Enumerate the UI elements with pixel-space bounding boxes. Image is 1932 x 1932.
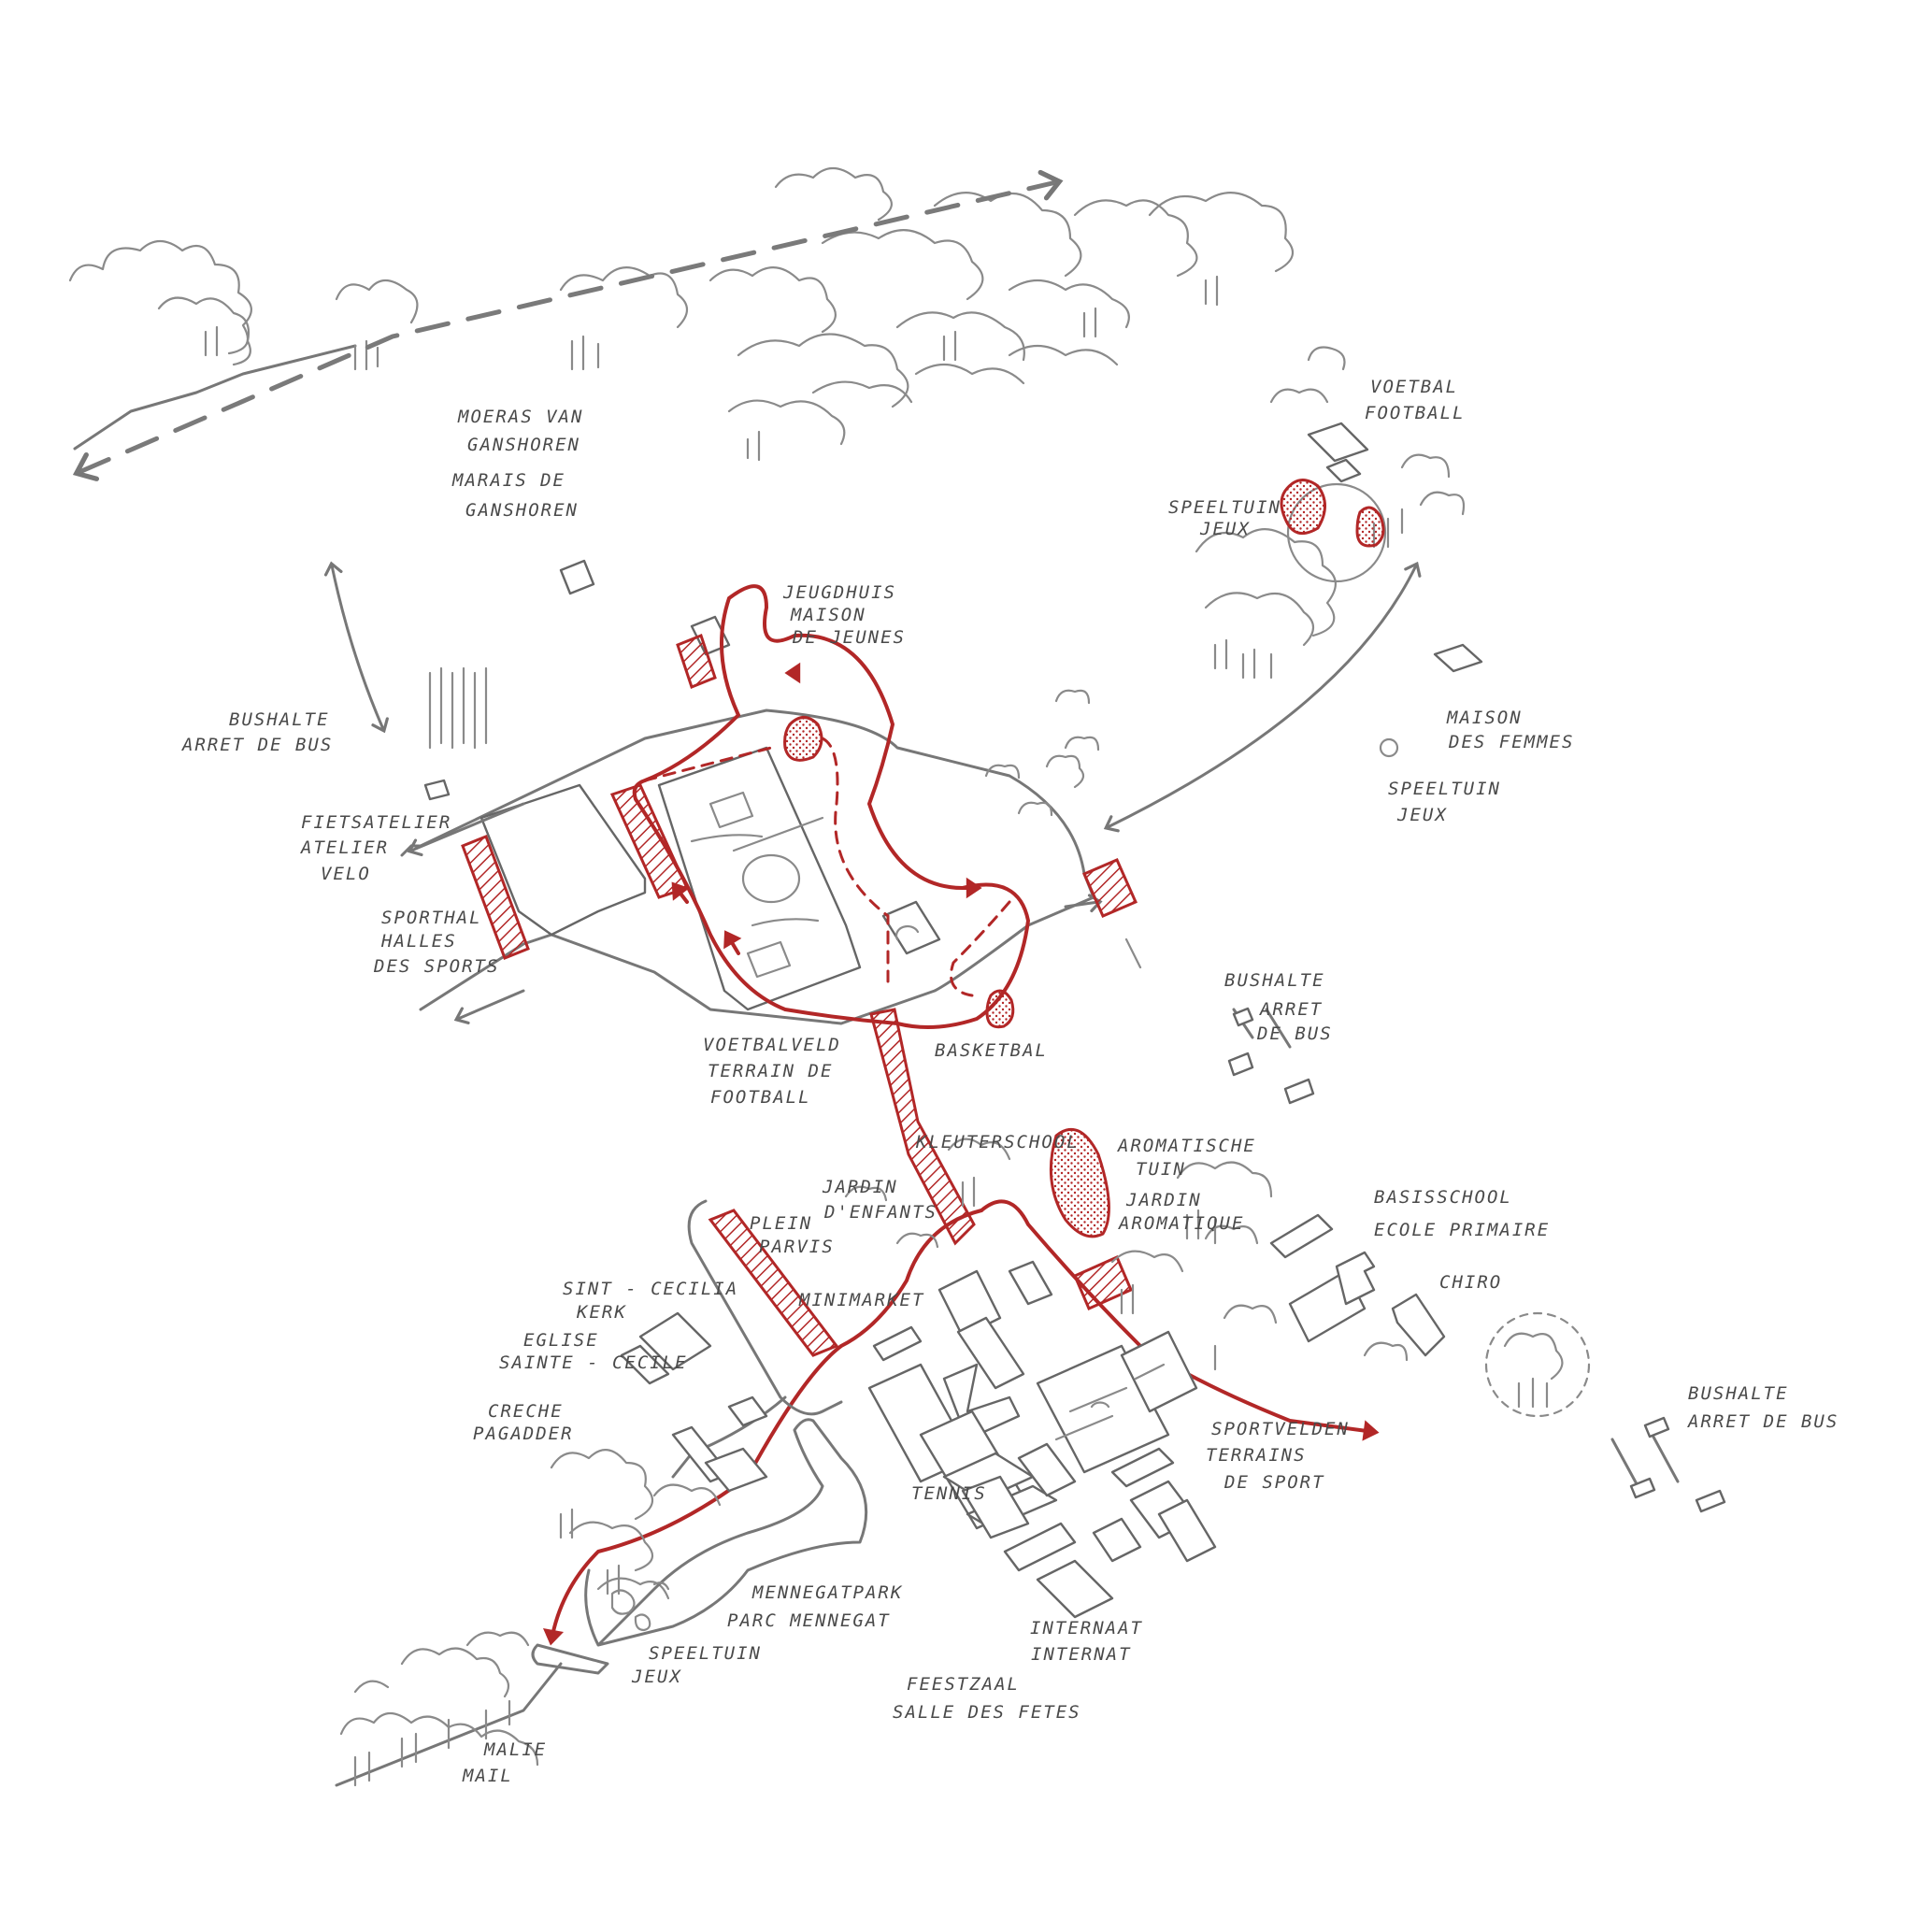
- label-fietsatelier-line1: FIETSATELIER: [301, 812, 451, 833]
- label-aromatische-line1: AROMATISCHE: [1117, 1136, 1256, 1156]
- label-creche-line1: CRECHE: [488, 1401, 564, 1422]
- label-plein-line2: PARVIS: [759, 1237, 835, 1257]
- label-feestzaal: FEESTZAAL SALLE DES FETES: [893, 1674, 1081, 1723]
- label-aromatische-tuin: AROMATISCHE TUIN JARDIN AROMATIQUE: [1117, 1136, 1256, 1234]
- label-jardin-enfants-line2: D'ENFANTS: [823, 1202, 937, 1223]
- label-maison-femmes: MAISON DES FEMMES: [1446, 708, 1574, 752]
- label-kleuterschool: KLEUTERSCHOOL: [915, 1132, 1080, 1152]
- label-feestzaal-line1: FEESTZAAL: [907, 1674, 1020, 1695]
- label-fietsatelier-line3: VELO: [321, 864, 371, 884]
- label-bushalte-mid-line1: BUSHALTE: [1224, 970, 1325, 991]
- label-malie-line2: MAIL: [462, 1766, 513, 1786]
- red-hatched-areas: [461, 634, 1138, 1357]
- label-sportvelden-line3: DE SPORT: [1224, 1472, 1325, 1493]
- label-mennegatpark-line2: PARC MENNEGAT: [727, 1610, 891, 1631]
- label-chiro: CHIRO: [1439, 1272, 1502, 1293]
- label-fietsatelier: FIETSATELIER ATELIER VELO: [300, 812, 451, 884]
- label-jardin-enfants: JARDIN D'ENFANTS: [822, 1177, 937, 1223]
- label-basisschool-line1: BASISSCHOOL: [1374, 1187, 1512, 1208]
- label-tennis: TENNIS: [911, 1483, 987, 1504]
- label-speeltuin-park: SPEELTUIN JEUX: [631, 1643, 762, 1687]
- label-internaat: INTERNAAT INTERNAT: [1030, 1618, 1143, 1665]
- label-jeugdhuis: JEUGDHUIS MAISON DE JEUNES: [782, 582, 906, 648]
- label-basketbal: BASKETBAL: [935, 1040, 1048, 1061]
- label-moeras-line1: MOERAS VAN: [457, 407, 583, 427]
- label-voetbalveld-line3: FOOTBALL: [710, 1087, 811, 1108]
- label-jeugdhuis-line3: DE JEUNES: [792, 627, 906, 648]
- label-sporthal-line3: DES SPORTS: [373, 956, 499, 977]
- label-voetbalveld-line1: VOETBALVELD: [703, 1035, 841, 1055]
- label-marais-line2: GANSHOREN: [465, 500, 579, 521]
- label-voetbalveld: VOETBALVELD TERRAIN DE FOOTBALL: [703, 1035, 841, 1108]
- label-basisschool: BASISSCHOOL ECOLE PRIMAIRE: [1374, 1187, 1550, 1240]
- label-speeltuin-top-line2: JEUX: [1199, 519, 1251, 539]
- label-bushalte-mid: BUSHALTE ARRET DE BUS: [1224, 970, 1333, 1044]
- label-feestzaal-line2: SALLE DES FETES: [893, 1702, 1081, 1723]
- label-speeltuin-right-line1: SPEELTUIN: [1388, 779, 1501, 799]
- label-sportvelden-line2: TERRAINS: [1206, 1445, 1307, 1466]
- label-fietsatelier-line2: ATELIER: [300, 837, 389, 858]
- label-aromatische-line3: JARDIN: [1125, 1190, 1202, 1210]
- label-malie: MALIE MAIL: [462, 1739, 547, 1786]
- label-sportvelden-line1: SPORTVELDEN: [1211, 1419, 1350, 1439]
- label-maison-femmes-line2: DES FEMMES: [1448, 732, 1574, 752]
- label-speeltuin-park-line1: SPEELTUIN: [649, 1643, 762, 1664]
- label-moeras-line2: GANSHOREN: [467, 435, 580, 455]
- label-speeltuin-park-line2: JEUX: [631, 1667, 682, 1687]
- label-voetbal-top: VOETBAL FOOTBALL: [1365, 377, 1466, 423]
- malie-tree-strip: [335, 1631, 563, 1787]
- label-speeltuin-top-line1: SPEELTUIN: [1168, 497, 1281, 518]
- label-malie-line1: MALIE: [483, 1739, 547, 1760]
- label-voetbal-top-line2: FOOTBALL: [1365, 403, 1466, 423]
- label-jeugdhuis-line2: MAISON: [790, 605, 866, 625]
- label-creche: CRECHE PAGADDER: [473, 1401, 574, 1444]
- label-kerk-line1: SINT - CECILIA: [563, 1279, 738, 1299]
- label-bushalte-right-line1: BUSHALTE: [1688, 1383, 1789, 1404]
- label-kerk: SINT - CECILIA KERK EGLISE SAINTE - CECI…: [499, 1279, 738, 1373]
- label-sportvelden: SPORTVELDEN TERRAINS DE SPORT: [1206, 1419, 1350, 1493]
- label-voetbal-top-line1: VOETBAL: [1370, 377, 1458, 397]
- label-sporthal-line1: SPORTHAL: [381, 908, 482, 928]
- forest-band-marsh: [68, 166, 1295, 481]
- label-plein-line1: PLEIN: [750, 1213, 812, 1234]
- label-speeltuin-top: SPEELTUIN JEUX: [1168, 497, 1281, 539]
- label-bushalte-left: BUSHALTE ARRET DE BUS: [181, 709, 333, 755]
- label-jeugdhuis-line1: JEUGDHUIS: [782, 582, 896, 603]
- label-bushalte-left-line1: BUSHALTE: [229, 709, 330, 730]
- label-sporthal: SPORTHAL HALLES DES SPORTS: [373, 908, 499, 977]
- label-speeltuin-right: SPEELTUIN JEUX: [1388, 779, 1501, 825]
- label-aromatische-line4: AROMATIQUE: [1118, 1213, 1244, 1234]
- label-kerk-line4: SAINTE - CECILE: [499, 1352, 688, 1373]
- south-neighbourhood: [531, 1007, 1726, 1675]
- label-plein: PLEIN PARVIS: [750, 1213, 835, 1257]
- label-bushalte-right: BUSHALTE ARRET DE BUS: [1687, 1383, 1839, 1432]
- label-kerk-line3: EGLISE: [523, 1330, 599, 1351]
- label-kerk-line2: KERK: [576, 1302, 627, 1323]
- label-bushalte-mid-line3: DE BUS: [1256, 1023, 1333, 1044]
- label-minimarket: MINIMARKET: [798, 1290, 924, 1310]
- label-voetbalveld-line2: TERRAIN DE: [708, 1061, 833, 1081]
- red-walking-route: [542, 584, 1380, 1646]
- label-moeras: MOERAS VAN GANSHOREN MARAIS DE GANSHOREN: [451, 407, 583, 521]
- label-mennegatpark-line1: MENNEGATPARK: [751, 1582, 903, 1603]
- label-basisschool-line2: ECOLE PRIMAIRE: [1374, 1220, 1550, 1240]
- label-internaat-line1: INTERNAAT: [1030, 1618, 1143, 1639]
- label-marais-line1: MARAIS DE: [451, 470, 565, 491]
- connection-arrows: [323, 561, 1422, 1024]
- label-mennegatpark: MENNEGATPARK PARC MENNEGAT: [727, 1582, 903, 1631]
- label-jardin-enfants-line1: JARDIN: [822, 1177, 898, 1197]
- label-bushalte-left-line2: ARRET DE BUS: [181, 735, 333, 755]
- label-speeltuin-right-line2: JEUX: [1396, 805, 1448, 825]
- label-bushalte-mid-line2: ARRET: [1259, 999, 1323, 1020]
- label-sporthal-line2: HALLES: [380, 931, 457, 952]
- label-internaat-line2: INTERNAT: [1031, 1644, 1132, 1665]
- label-creche-line2: PAGADDER: [473, 1424, 574, 1444]
- label-bushalte-right-line2: ARRET DE BUS: [1687, 1411, 1839, 1432]
- label-maison-femmes-line1: MAISON: [1446, 708, 1523, 728]
- label-aromatische-line2: TUIN: [1136, 1159, 1186, 1180]
